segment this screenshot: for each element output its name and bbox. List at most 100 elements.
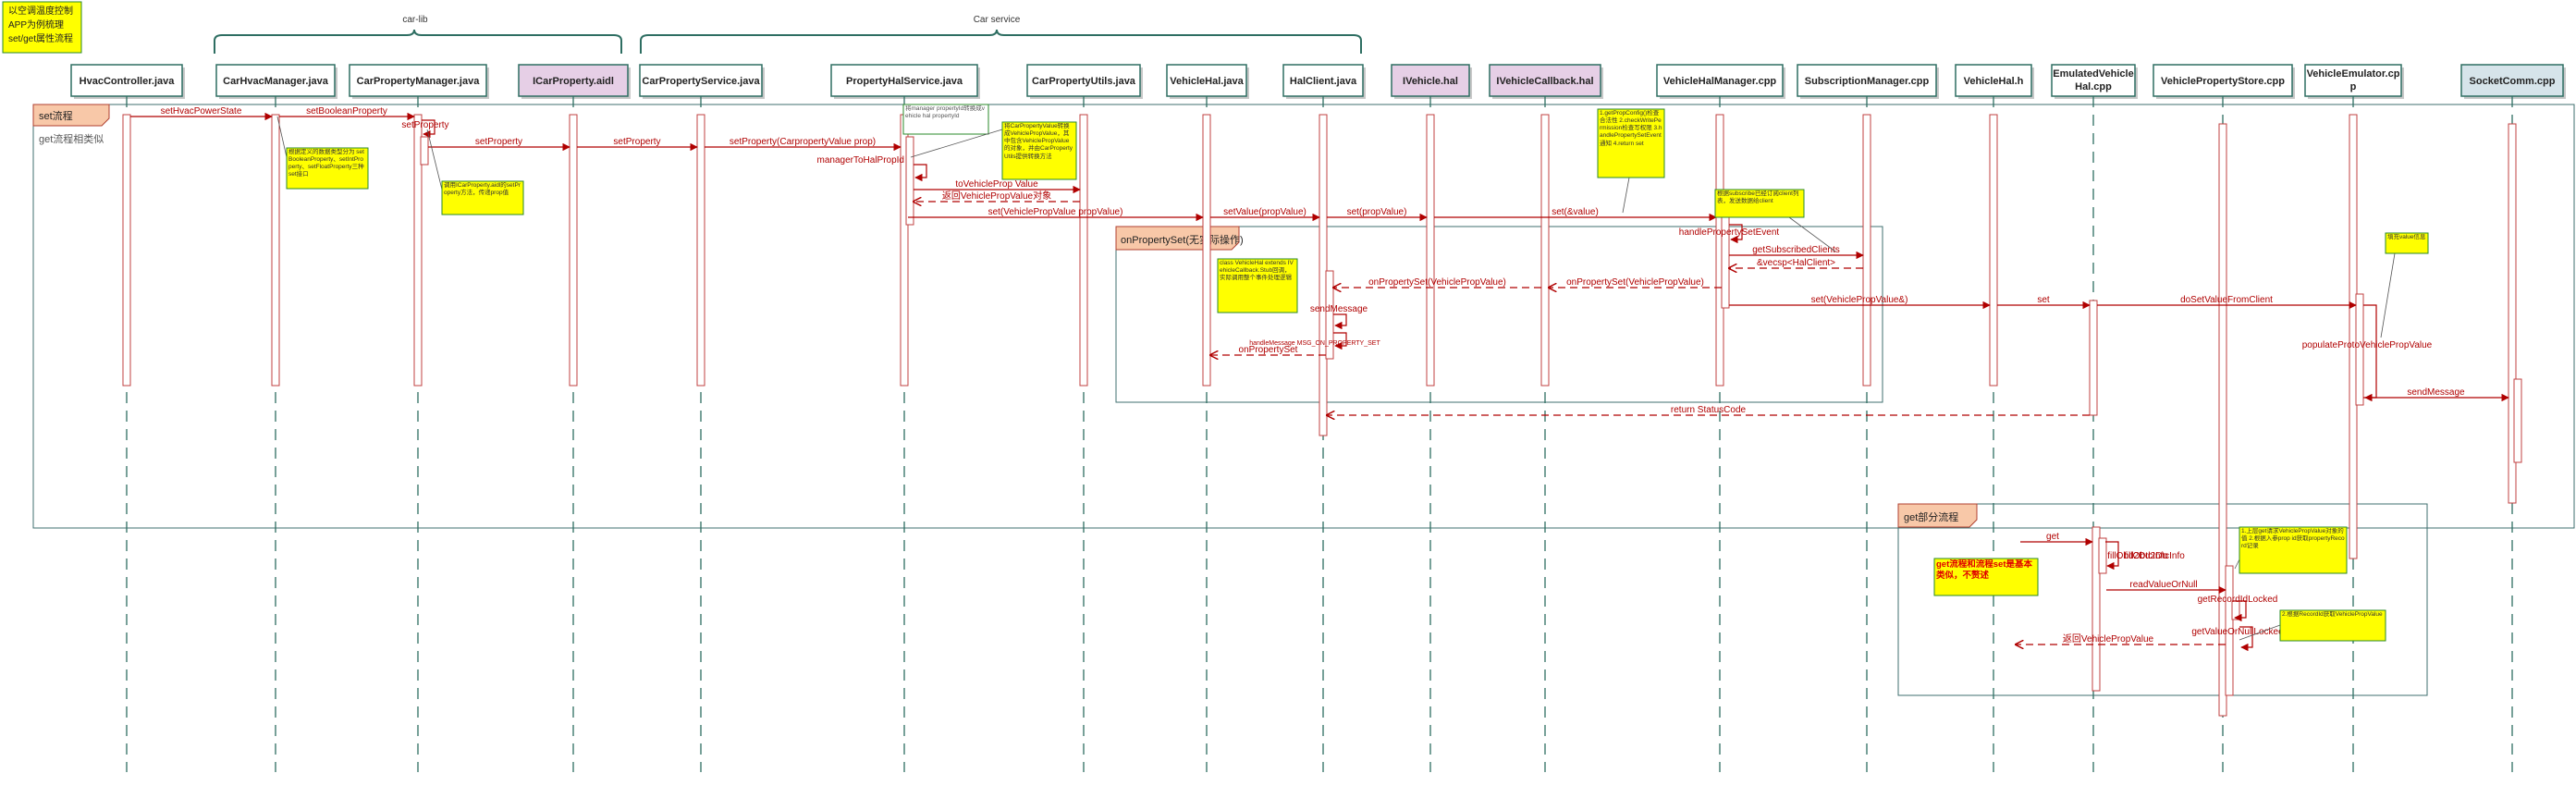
activation-submgr [1862, 114, 1871, 387]
frame-set-subtitle: get流程相类似 [39, 132, 104, 145]
message-m9: 返回VehiclePropValue对象 [914, 190, 1080, 202]
activation-carutils [1079, 114, 1088, 387]
message-m3: setProperty [401, 119, 449, 139]
participant-box [2051, 64, 2136, 97]
participant-label: CarPropertyManager.java [357, 76, 481, 87]
message-label: 返回VehiclePropValue [2063, 633, 2154, 645]
message-m7: managerToHalPropId [817, 155, 927, 182]
note-text: 将CarPropertyValue转换成VehiclePropValue，其中包… [1004, 123, 1073, 160]
message-label: setProperty [475, 137, 522, 147]
activation-icarprop [569, 114, 578, 387]
participant-submgr: SubscriptionManager.cpp [1797, 64, 1939, 99]
participant-label: IVehicle.hal [1403, 76, 1458, 87]
activation-emuvhal [2089, 300, 2098, 416]
note-connector [276, 116, 288, 158]
note-connector [426, 129, 443, 190]
note-text: 填充value信息 [2387, 234, 2426, 240]
note-box [2239, 526, 2348, 574]
note-connector [2234, 559, 2240, 570]
message-m19: sendMessage [1310, 304, 1368, 330]
message-label: getRecordIdLocked [2198, 595, 2278, 605]
note-text: get流程和流程set是基本类似，不赘述 [1936, 559, 2032, 581]
participant-box [1282, 64, 1364, 97]
message-label: set(VehiclePropValue&) [1811, 295, 1908, 305]
participant-carutils: CarPropertyUtils.java [1026, 64, 1143, 99]
note-n_vhalmgr: 1.getPropConfig()检查合法性 2.checkWritePermi… [1597, 108, 1665, 214]
participant-label: VehicleHal.java [1170, 76, 1244, 87]
participant-box [1026, 64, 1141, 97]
message-m20: handleMessage MSG_ON_PROPERTY_SET [1249, 332, 1380, 350]
participant-box [639, 64, 763, 97]
note-n_get_warning: get流程和流程set是基本类似，不赘述 [1933, 558, 2039, 596]
message-m10: set(VehiclePropValue propValue) [908, 207, 1204, 222]
note-box [441, 180, 524, 215]
message-g3: fillObd2DtcInfo [2124, 551, 2185, 561]
participant-box [830, 64, 978, 97]
message-label: setBooleanProperty [306, 106, 387, 117]
message-label: getValueOrNullLocked [2191, 627, 2283, 637]
message-m23: set [1997, 295, 2091, 310]
message-label: return StatusCode [1671, 405, 1747, 415]
activation-socket-nested [2513, 378, 2522, 463]
participant-box [349, 64, 487, 97]
participant-socket: SocketComm.cpp [2460, 64, 2566, 99]
message-g5: getRecordIdLocked [2198, 595, 2278, 622]
message-m11: setValue(propValue) [1210, 207, 1320, 222]
participant-vhalmgr: VehicleHalManager.cpp [1656, 64, 1785, 99]
group-carlib-label: car-lib [402, 15, 428, 25]
participant-prophal: PropertyHalService.java [830, 64, 980, 99]
notes: 根据定义的数据类型分为 setBooleanProperty、setIntPro… [276, 104, 2429, 642]
message-m17: onPropertySet(VehiclePropValue) [1549, 277, 1722, 288]
note-n_prophal: 将CarPropertyValue转换成VehiclePropValue，其中包… [910, 121, 1077, 180]
note-text: 1.上层get请求VehiclePropValue对象的值 2.根据入参prop… [2241, 528, 2345, 550]
message-m18: onPropertySet(VehiclePropValue) [1333, 277, 1541, 288]
participant-label: HvacController.java [80, 76, 176, 87]
message-m13: set(&value) [1434, 207, 1717, 222]
activations [122, 114, 2522, 717]
note-text: 将manager propertyId转换成vehicle hal proper… [905, 105, 985, 120]
frame-get-tag: get部分流程 [1904, 510, 1958, 523]
message-label: setValue(propValue) [1223, 207, 1306, 217]
note-n_propstore: 1.上层get请求VehiclePropValue对象的值 2.根据入参prop… [2234, 526, 2348, 574]
participant-propstore: VehiclePropertyStore.cpp [2153, 64, 2295, 99]
note-box [1001, 121, 1077, 180]
message-g2: fillObd2DtcInfo [2105, 541, 2168, 571]
note-box [1714, 189, 1805, 218]
note-box [1217, 258, 1298, 313]
message-label: get [2046, 532, 2059, 542]
note-text: 根据subscribe已经订阅client列表，发送数据给client [1717, 190, 1799, 205]
participant-label: VehiclePropertyStore.cpp [2161, 76, 2285, 87]
message-label: toVehicleProp Value [955, 179, 1038, 190]
message-label: onPropertySet(VehiclePropValue) [1566, 277, 1704, 288]
participant-label: PropertyHalService.java [846, 76, 963, 87]
activation-ivcb [1540, 114, 1550, 387]
participant-label: CarPropertyService.java [642, 76, 760, 87]
note-text: class VehicleHal extends IVehicleCallbac… [1220, 260, 1294, 282]
activation-ivehicle [1426, 114, 1435, 387]
activation-hvac [122, 114, 131, 387]
message-label: getSubscribedClients [1752, 245, 1840, 255]
note-text: 根据定义的数据类型分为 setBooleanProperty、setIntPro… [288, 149, 364, 178]
participant-label: EmulatedVehicle [2053, 68, 2133, 80]
message-label: managerToHalPropId [817, 155, 905, 166]
note-text: 调用ICarProperty.aidl的setProperty方法，传递prop… [444, 182, 521, 197]
participant-label: p [2350, 81, 2357, 92]
message-label: setProperty [613, 137, 660, 147]
message-m15: getSubscribedClients [1729, 245, 1864, 260]
message-label: onPropertySet(VehiclePropValue) [1368, 277, 1506, 288]
participant-box [215, 64, 336, 97]
note-n_carprop: 调用ICarProperty.aidl的setProperty方法，传递prop… [426, 129, 524, 215]
participant-icarprop: ICarProperty.aidl [518, 64, 631, 99]
message-g1: get [2020, 532, 2093, 546]
note-connector [1788, 216, 1836, 252]
note-n_emulator: 填充value信息 [2380, 232, 2429, 338]
intro-line-1: 以空调温度控制 [8, 5, 73, 17]
message-m8: toVehicleProp Value [914, 179, 1081, 194]
participant-label: SocketComm.cpp [2470, 76, 2556, 87]
note-n_carhvac: 根据定义的数据类型分为 setBooleanProperty、setIntPro… [276, 116, 369, 190]
message-m27: return StatusCode [1327, 405, 2090, 415]
participant-box [1797, 64, 1937, 97]
